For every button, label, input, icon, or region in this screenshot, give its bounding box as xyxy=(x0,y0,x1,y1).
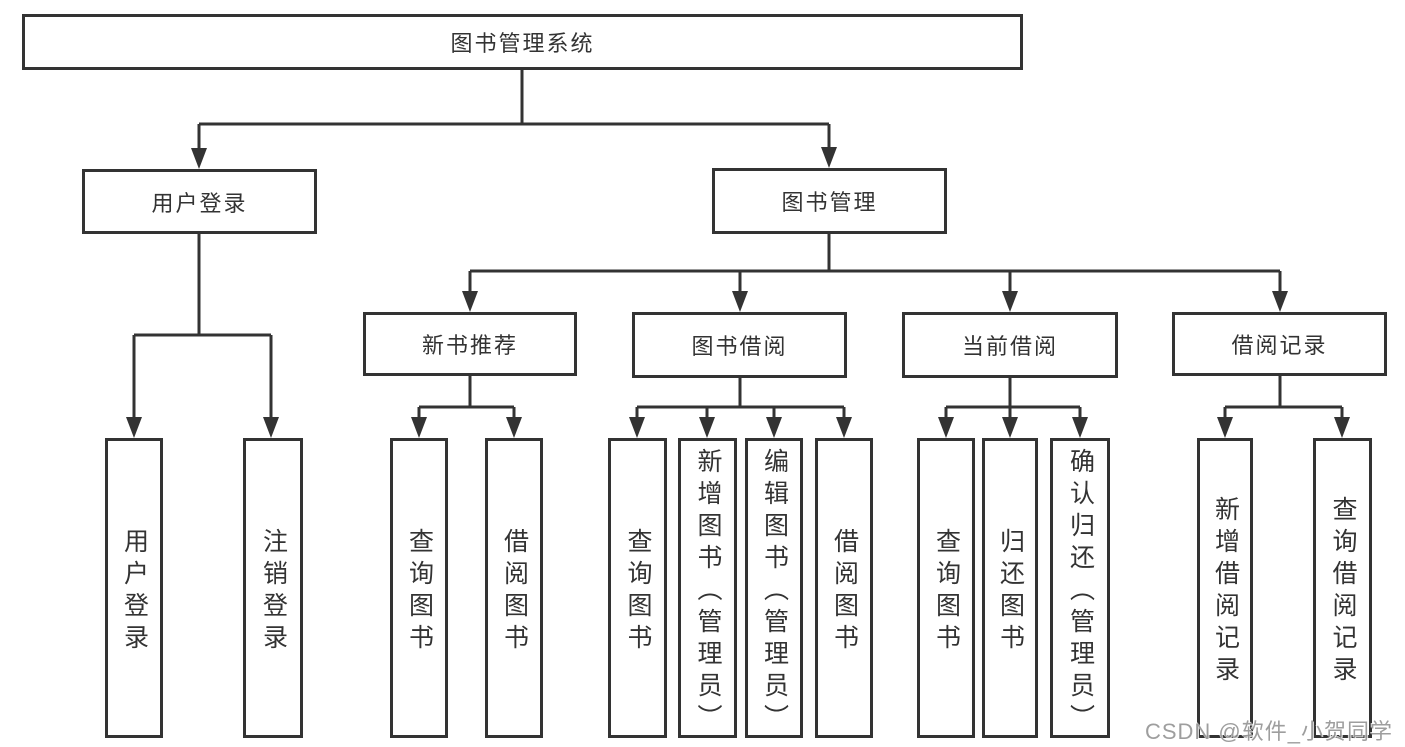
node-root-label: 图书管理系统 xyxy=(450,31,595,56)
node-book-borrow-label: 图书借阅 xyxy=(691,334,788,359)
leaf-confirm-return-admin-label: 确认归还（管理员） xyxy=(1066,448,1095,736)
node-user-login-label: 用户登录 xyxy=(151,190,248,216)
leaf-return-books: 归还图书 xyxy=(982,438,1038,738)
leaf-query-books-recommend: 查询图书 xyxy=(390,438,448,738)
leaf-add-borrow-record-label: 新增借阅记录 xyxy=(1211,495,1240,688)
leaf-add-borrow-record: 新增借阅记录 xyxy=(1197,438,1253,738)
leaf-borrow-books-recommend: 借阅图书 xyxy=(485,438,543,738)
leaf-edit-book-admin-label: 编辑图书（管理员） xyxy=(760,448,789,736)
leaf-borrow-books-recommend-label: 借阅图书 xyxy=(500,527,529,656)
leaf-add-book-admin: 新增图书（管理员） xyxy=(678,438,737,738)
leaf-query-borrow-record: 查询借阅记录 xyxy=(1313,438,1372,738)
leaf-query-books-current-label: 查询图书 xyxy=(932,527,961,656)
leaf-logout: 注销登录 xyxy=(243,438,303,738)
leaf-user-login: 用户登录 xyxy=(105,438,163,738)
node-current-borrow-label: 当前借阅 xyxy=(961,334,1058,359)
node-current-borrow: 当前借阅 xyxy=(902,312,1118,378)
node-root: 图书管理系统 xyxy=(22,14,1023,70)
node-new-book-recommend-label: 新书推荐 xyxy=(421,333,518,358)
node-borrow-records-label: 借阅记录 xyxy=(1231,333,1328,358)
node-borrow-records: 借阅记录 xyxy=(1172,312,1387,376)
node-new-book-recommend: 新书推荐 xyxy=(363,312,577,376)
node-book-management-label: 图书管理 xyxy=(781,190,878,215)
leaf-borrow-books: 借阅图书 xyxy=(815,438,873,738)
leaf-query-books-borrow: 查询图书 xyxy=(608,438,667,738)
node-book-borrow: 图书借阅 xyxy=(632,312,847,378)
leaf-edit-book-admin: 编辑图书（管理员） xyxy=(745,438,803,738)
leaf-borrow-books-label: 借阅图书 xyxy=(830,527,859,656)
arrowheads xyxy=(126,147,1350,438)
leaf-query-books-recommend-label: 查询图书 xyxy=(405,527,434,656)
csdn-watermark: CSDN @软件_小贺同学 xyxy=(1144,719,1393,744)
leaf-add-book-admin-label: 新增图书（管理员） xyxy=(694,448,722,736)
leaf-query-books-borrow-label: 查询图书 xyxy=(624,527,652,656)
leaf-logout-label: 注销登录 xyxy=(259,527,288,656)
node-user-login: 用户登录 xyxy=(82,169,317,234)
leaf-user-login-label: 用户登录 xyxy=(120,527,149,656)
leaf-query-borrow-record-label: 查询借阅记录 xyxy=(1329,495,1357,688)
node-book-management: 图书管理 xyxy=(712,168,947,234)
leaf-return-books-label: 归还图书 xyxy=(996,527,1025,656)
leaf-confirm-return-admin: 确认归还（管理员） xyxy=(1050,438,1110,738)
leaf-query-books-current: 查询图书 xyxy=(917,438,975,738)
